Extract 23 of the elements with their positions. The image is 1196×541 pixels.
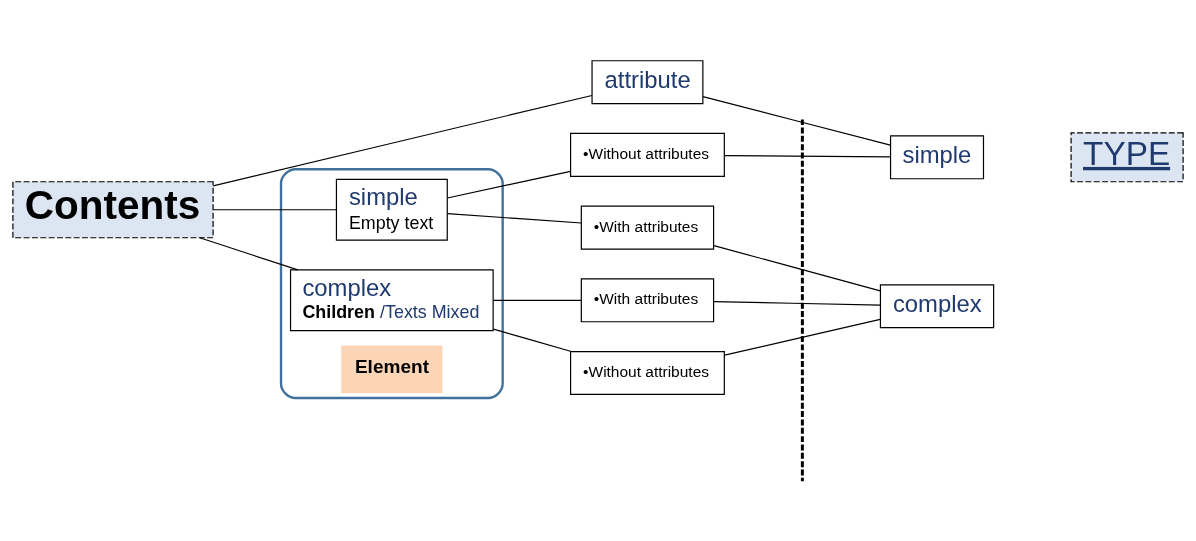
- connector: [199, 237, 299, 271]
- node-box: •Without attributes: [570, 350, 725, 396]
- node-box: TYPE: [1070, 132, 1184, 183]
- node-box: •With attributes: [580, 205, 715, 250]
- connector: [446, 212, 582, 224]
- connector: [446, 170, 571, 199]
- node-box: simple Empty text: [335, 178, 448, 241]
- node-box: Contents: [12, 181, 214, 239]
- node-box: simple: [889, 135, 985, 180]
- node-box: complex: [879, 284, 995, 329]
- node-box: •Without attributes: [570, 132, 725, 177]
- node-box: attribute: [591, 60, 704, 105]
- connector: [212, 94, 593, 187]
- connector: [702, 96, 891, 146]
- connector: [724, 318, 881, 356]
- connector: [492, 299, 582, 301]
- node-box: •With attributes: [580, 278, 715, 323]
- connector: [212, 209, 337, 211]
- connector: [492, 328, 572, 353]
- connector: [724, 154, 891, 158]
- node-box: complex Children /Texts Mixed: [289, 269, 494, 332]
- connector: [713, 301, 881, 306]
- connector: [713, 245, 881, 292]
